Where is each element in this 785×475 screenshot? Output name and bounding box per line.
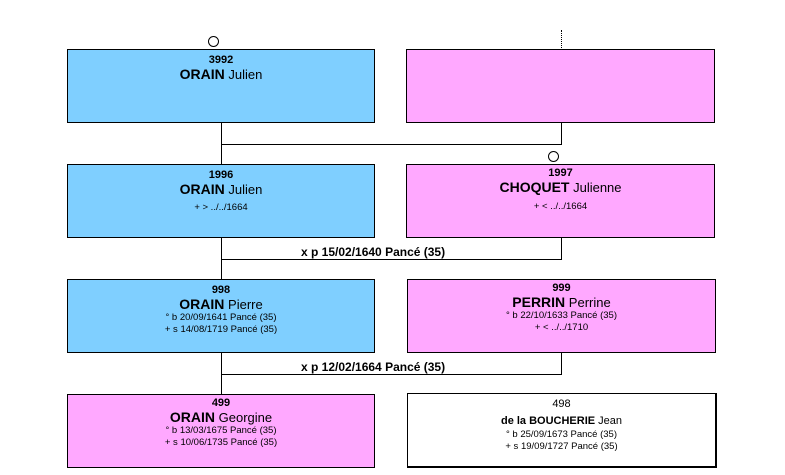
person-given-name: Jean xyxy=(598,415,623,427)
person-surname: PERRIN xyxy=(512,294,566,310)
person-surname: CHOQUET xyxy=(499,179,570,195)
person-event: + s 14/08/1719 Pancé (35) xyxy=(164,324,278,335)
expand-circle-icon[interactable] xyxy=(548,151,559,162)
person-event: ° b 20/09/1641 Pancé (35) xyxy=(165,312,277,323)
person-name: de la BOUCHERIE Jean xyxy=(408,414,715,429)
person-surname: ORAIN xyxy=(179,181,225,197)
connector-line xyxy=(221,237,222,280)
person-number: 999 xyxy=(552,282,571,294)
person-event: ° b 25/09/1673 Pancé (35) xyxy=(505,429,618,440)
person-number: 499 xyxy=(211,397,231,409)
connector-line xyxy=(221,352,222,395)
person-name: ORAIN Georgine xyxy=(68,409,374,426)
person-box-1997[interactable]: 1997 CHOQUET Julienne + < ../../1664 xyxy=(406,164,715,238)
person-number: 998 xyxy=(211,284,231,296)
person-number: 1996 xyxy=(208,169,234,181)
person-surname: ORAIN xyxy=(169,409,215,425)
connector-line xyxy=(561,352,562,374)
connector-line xyxy=(561,237,562,259)
person-event: + < ../../1664 xyxy=(533,201,588,212)
connector-line xyxy=(561,30,563,50)
person-event: ° b 13/03/1675 Pancé (35) xyxy=(165,425,277,436)
connector-line xyxy=(221,259,562,260)
person-name: ORAIN Julien xyxy=(68,66,374,83)
person-given-name: Perrine xyxy=(568,295,611,310)
person-name: ORAIN Julien xyxy=(68,181,374,198)
person-box-998[interactable]: 998 ORAIN Pierre ° b 20/09/1641 Pancé (3… xyxy=(67,279,375,353)
marriage-label: x p 15/02/1640 Pancé (35) xyxy=(301,245,446,259)
person-box-3992[interactable]: 3992 ORAIN Julien xyxy=(67,49,375,123)
connector-line xyxy=(221,374,562,375)
person-event: + s 19/09/1727 Pancé (35) xyxy=(505,441,618,452)
person-box-499[interactable]: 499 ORAIN Georgine ° b 13/03/1675 Pancé … xyxy=(67,394,375,468)
person-given-name: Julienne xyxy=(573,180,622,195)
person-event: + s 10/06/1735 Pancé (35) xyxy=(164,437,278,448)
person-given-name: Julien xyxy=(228,182,263,197)
person-number: 1997 xyxy=(548,167,573,179)
person-surname: ORAIN xyxy=(179,66,225,82)
connector-line xyxy=(221,122,222,165)
person-given-name: Georgine xyxy=(218,410,273,425)
marriage-label: x p 12/02/1664 Pancé (35) xyxy=(301,360,446,374)
person-number: 498 xyxy=(552,398,571,410)
person-given-name: Julien xyxy=(228,67,263,82)
person-surname: ORAIN xyxy=(179,296,225,312)
person-box-498[interactable]: 498 de la BOUCHERIE Jean ° b 25/09/1673 … xyxy=(407,393,717,468)
person-event: + < ../../1710 xyxy=(534,322,589,333)
person-box-999[interactable]: 999 PERRIN Perrine ° b 22/10/1633 Pancé … xyxy=(407,279,716,353)
person-event: + > ../../1664 xyxy=(194,202,248,213)
connector-line xyxy=(561,122,562,144)
person-name: ORAIN Pierre xyxy=(68,296,374,313)
person-number: 3992 xyxy=(208,54,234,66)
connector-line xyxy=(221,144,562,145)
person-name: CHOQUET Julienne xyxy=(407,179,714,196)
person-box-unknown-mother[interactable] xyxy=(406,49,715,123)
expand-circle-icon[interactable] xyxy=(208,36,219,47)
person-surname: de la BOUCHERIE xyxy=(500,415,596,427)
person-given-name: Pierre xyxy=(228,297,263,312)
person-event: ° b 22/10/1633 Pancé (35) xyxy=(505,310,618,321)
person-box-1996[interactable]: 1996 ORAIN Julien + > ../../1664 xyxy=(67,164,375,238)
person-name: PERRIN Perrine xyxy=(408,294,715,311)
